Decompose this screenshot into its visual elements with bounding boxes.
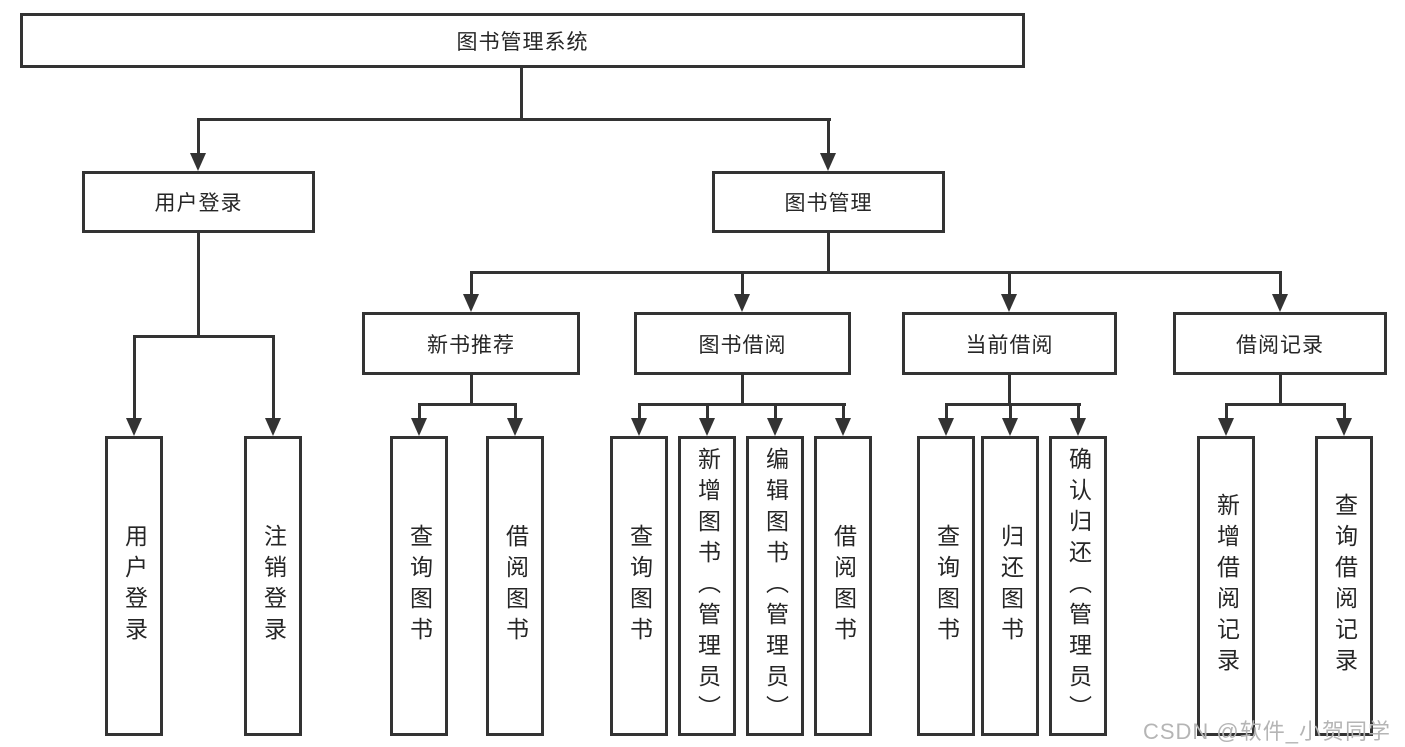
- leaf-label: 借阅图书: [830, 524, 857, 648]
- node-label: 用户登录: [154, 192, 243, 215]
- connector-line: [1279, 375, 1282, 406]
- arrow-down-icon: [1272, 294, 1288, 312]
- arrow-down-icon: [938, 418, 954, 436]
- connector-line: [706, 403, 709, 419]
- arrow-down-icon: [1070, 418, 1086, 436]
- connector-line: [470, 271, 1282, 274]
- connector-line: [197, 118, 200, 154]
- connector-line: [418, 403, 517, 406]
- leaf-label: 确认归还（管理员）: [1065, 446, 1092, 726]
- connector-line: [470, 271, 473, 296]
- connector-line: [741, 375, 744, 406]
- connector-line: [272, 335, 275, 419]
- leaf-label: 查询图书: [933, 524, 960, 648]
- arrow-down-icon: [126, 418, 142, 436]
- connector-line: [133, 335, 136, 419]
- node-label: 借阅记录: [1236, 333, 1324, 357]
- connector-line: [1077, 403, 1080, 419]
- leaf-edit-book-admin: 编辑图书（管理员）: [746, 436, 804, 736]
- arrow-down-icon: [631, 418, 647, 436]
- arrow-down-icon: [507, 418, 523, 436]
- arrow-down-icon: [1001, 294, 1017, 312]
- connector-line: [1225, 403, 1228, 419]
- arrow-down-icon: [734, 294, 750, 312]
- leaf-label: 新增图书（管理员）: [694, 446, 721, 726]
- leaf-label: 注销登录: [260, 524, 287, 648]
- arrow-down-icon: [767, 418, 783, 436]
- arrow-down-icon: [820, 153, 836, 171]
- node-book-management: 图书管理: [712, 171, 945, 233]
- connector-line: [1009, 403, 1012, 419]
- connector-line: [470, 375, 473, 406]
- connector-line: [514, 403, 517, 419]
- node-current-borrowing: 当前借阅: [902, 312, 1117, 375]
- leaf-borrow-books-borrowing: 借阅图书: [814, 436, 872, 736]
- connector-line: [638, 403, 641, 419]
- leaf-label: 查询借阅记录: [1331, 493, 1358, 679]
- connector-line: [1279, 271, 1282, 296]
- connector-line: [1225, 403, 1346, 406]
- node-label: 图书借阅: [698, 333, 787, 357]
- leaf-label: 用户登录: [121, 524, 148, 648]
- node-label: 图书管理: [784, 192, 873, 215]
- arrow-down-icon: [835, 418, 851, 436]
- connector-line: [197, 233, 200, 335]
- connector-line: [945, 403, 1081, 406]
- leaf-label: 归还图书: [997, 524, 1024, 648]
- leaf-label: 借阅图书: [502, 524, 529, 648]
- arrow-down-icon: [190, 153, 206, 171]
- node-new-book-recommend: 新书推荐: [362, 312, 580, 375]
- arrow-down-icon: [411, 418, 427, 436]
- leaf-query-books-current: 查询图书: [917, 436, 975, 736]
- leaf-label: 查询图书: [626, 524, 653, 648]
- node-borrowing-records: 借阅记录: [1173, 312, 1387, 375]
- connector-line: [827, 233, 830, 273]
- connector-line: [842, 403, 845, 419]
- arrow-down-icon: [1336, 418, 1352, 436]
- connector-line: [827, 118, 830, 154]
- leaf-label: 新增借阅记录: [1213, 493, 1240, 679]
- node-library-management-system: 图书管理系统: [20, 13, 1025, 68]
- connector-line: [1008, 271, 1011, 296]
- connector-line: [133, 335, 275, 338]
- arrow-down-icon: [265, 418, 281, 436]
- connector-line: [945, 403, 948, 419]
- leaf-add-book-admin: 新增图书（管理员）: [678, 436, 736, 736]
- node-book-borrowing: 图书借阅: [634, 312, 851, 375]
- leaf-borrow-books-recommend: 借阅图书: [486, 436, 544, 736]
- connector-line: [1008, 375, 1011, 406]
- connector-line: [418, 403, 421, 419]
- leaf-query-books-borrowing: 查询图书: [610, 436, 668, 736]
- connector-line: [638, 403, 846, 406]
- leaf-user-login: 用户登录: [105, 436, 163, 736]
- node-user-login: 用户登录: [82, 171, 315, 233]
- leaf-logout: 注销登录: [244, 436, 302, 736]
- arrow-down-icon: [463, 294, 479, 312]
- leaf-query-books-recommend: 查询图书: [390, 436, 448, 736]
- csdn-watermark: CSDN @软件_小贺同学: [1142, 719, 1391, 744]
- connector-line: [520, 68, 523, 118]
- leaf-label: 查询图书: [406, 524, 433, 648]
- arrow-down-icon: [699, 418, 715, 436]
- leaf-label: 编辑图书（管理员）: [762, 446, 789, 726]
- leaf-add-borrow-record: 新增借阅记录: [1197, 436, 1255, 736]
- node-label: 图书管理系统: [456, 30, 589, 54]
- arrow-down-icon: [1002, 418, 1018, 436]
- node-label: 当前借阅: [965, 333, 1054, 357]
- connector-line: [741, 271, 744, 296]
- leaf-query-borrow-record: 查询借阅记录: [1315, 436, 1373, 736]
- leaf-confirm-return-admin: 确认归还（管理员）: [1049, 436, 1107, 736]
- leaf-return-book: 归还图书: [981, 436, 1039, 736]
- connector-line: [774, 403, 777, 419]
- node-label: 新书推荐: [427, 333, 515, 357]
- arrow-down-icon: [1218, 418, 1234, 436]
- connector-line: [1343, 403, 1346, 419]
- connector-line: [197, 118, 831, 121]
